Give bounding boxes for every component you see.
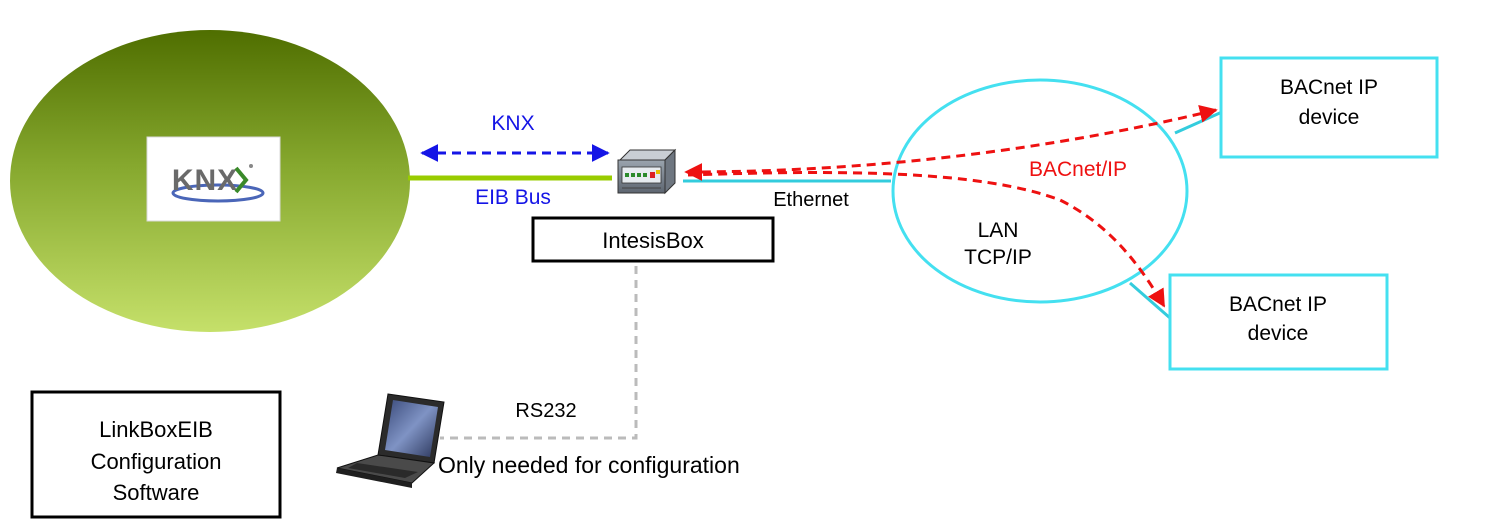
laptop-icon xyxy=(336,393,445,488)
software-box xyxy=(30,390,282,519)
gateway-device-icon xyxy=(617,148,677,195)
knx-logo: KNX xyxy=(146,136,281,222)
software-line1: LinkBoxEIB xyxy=(99,417,213,442)
bacnet-arrow-device2 xyxy=(687,171,1166,308)
bacnet-device-1-box xyxy=(1219,56,1439,159)
knx-logo-text: KNX xyxy=(172,164,238,197)
bacnet-device-1-line2: device xyxy=(1299,106,1360,129)
intesisbox-label: IntesisBox xyxy=(602,228,704,253)
lan-label-line1: LAN xyxy=(978,219,1019,242)
bacnet-ip-label: BACnet/IP xyxy=(1029,158,1127,181)
bacnet-device-1-line1: BACnet IP xyxy=(1280,76,1378,99)
intesisbox-label-box xyxy=(531,216,775,263)
software-line2: Configuration xyxy=(91,449,222,474)
lan-device2-connector xyxy=(1129,281,1171,320)
laptop-note: Only needed for configuration xyxy=(438,452,740,478)
knx-link-label: KNX xyxy=(491,112,534,135)
lan-label-line2: TCP/IP xyxy=(964,246,1032,269)
rs232-line xyxy=(440,266,638,440)
bacnet-device-2-line2: device xyxy=(1248,322,1309,345)
ethernet-label: Ethernet xyxy=(773,189,849,211)
eib-bus-label: EIB Bus xyxy=(475,186,551,209)
bacnet-arrow-device1 xyxy=(684,105,1218,181)
rs232-label: RS232 xyxy=(515,400,576,422)
bacnet-device-2-box xyxy=(1168,273,1389,371)
bacnet-device-2-line1: BACnet IP xyxy=(1229,293,1327,316)
software-line3: Software xyxy=(113,480,200,505)
lan-ellipse xyxy=(891,78,1189,304)
